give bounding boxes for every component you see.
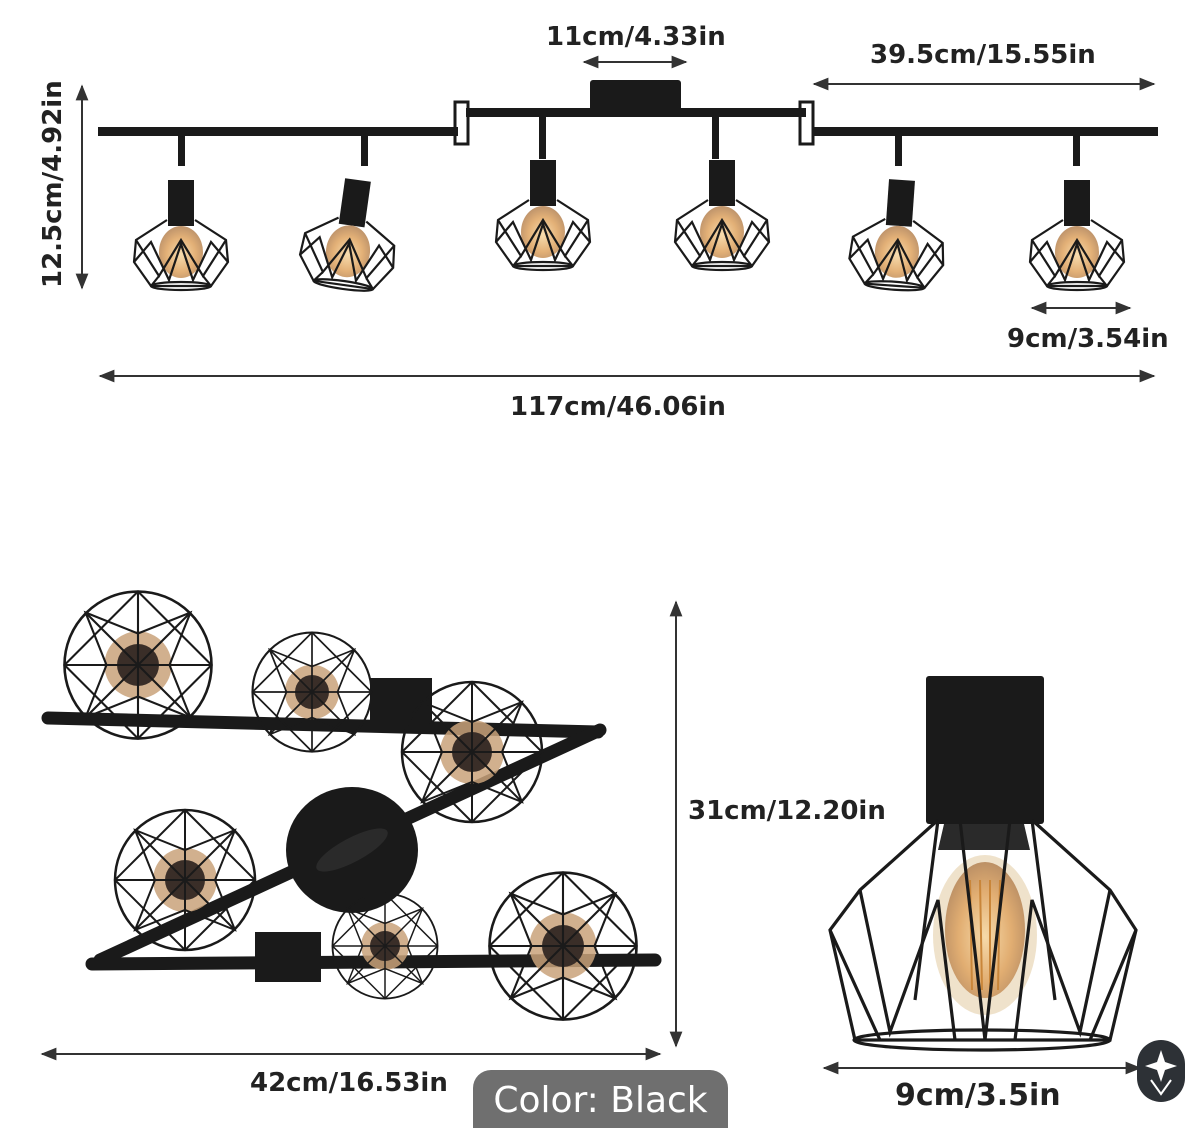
single-shade <box>828 676 1138 1052</box>
height-label: 12.5cm/4.92in <box>38 80 68 288</box>
folded-height-label: 31cm/12.20in <box>688 796 886 826</box>
color-badge: Color: Black <box>473 1070 728 1128</box>
arm-length-label: 39.5cm/15.55in <box>870 40 1096 70</box>
lamp-shade <box>494 158 592 272</box>
shade-width-label: 9cm/3.54in <box>1007 324 1169 354</box>
single-shade-width-label: 9cm/3.5in <box>895 1078 1061 1113</box>
folded-width-label: 42cm/16.53in <box>250 1068 448 1098</box>
lamp-shade <box>63 590 213 740</box>
track-fixture <box>98 80 1158 297</box>
base-width-label: 11cm/4.33in <box>546 22 726 52</box>
lamp-shade <box>846 175 950 295</box>
lamp-shade <box>331 892 439 1000</box>
lamp-shade <box>673 158 771 272</box>
brand-logo-icon <box>1137 1040 1185 1102</box>
lamp-shade <box>113 808 257 952</box>
lamp-shade <box>1028 178 1126 292</box>
lamp-shade <box>295 172 406 297</box>
lamp-shade <box>400 680 544 824</box>
lamp-shade <box>251 631 373 753</box>
lamp-shade <box>488 871 638 1021</box>
lamp-shade <box>132 178 230 292</box>
total-length-label: 117cm/46.06in <box>510 392 726 422</box>
folded-fixture <box>41 590 662 1021</box>
